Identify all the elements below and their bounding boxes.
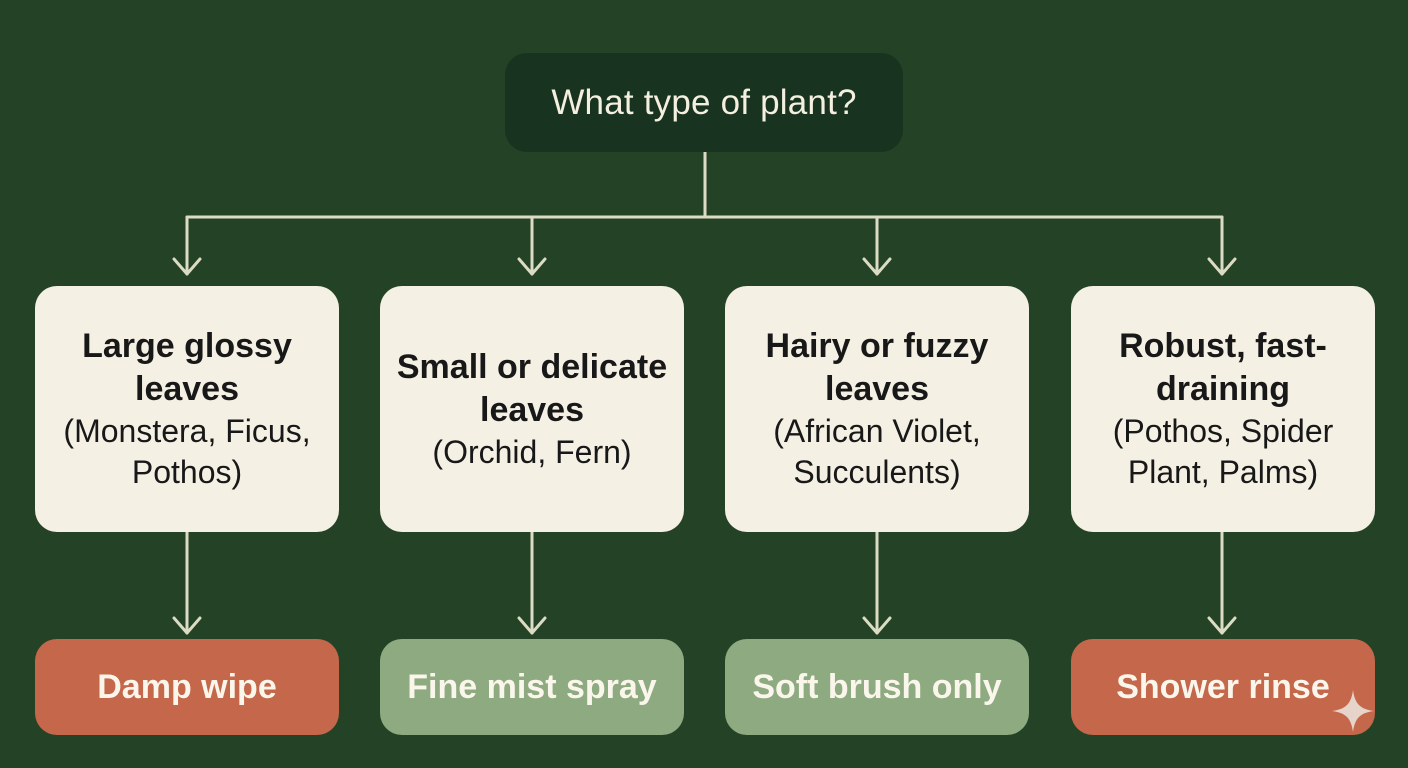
plant-type-title: Large glossy leaves [82, 327, 292, 408]
root-question-label: What type of plant? [551, 82, 857, 122]
outcome-node-3: Soft brush only [725, 639, 1029, 735]
plant-type-title: Hairy or fuzzy leaves [765, 327, 989, 408]
outcome-label: Damp wipe [97, 667, 277, 706]
branch-1-arrowhead [172, 257, 202, 276]
outcome-2-arrowhead [517, 616, 547, 635]
outcome-node-4: Shower rinse [1071, 639, 1375, 735]
root-question-node: What type of plant? [505, 53, 903, 152]
outcome-3-arrowhead [862, 616, 892, 635]
branch-2-arrowhead [517, 257, 547, 276]
plant-type-examples: (Pothos, Spider Plant, Palms) [1112, 413, 1334, 490]
plant-type-examples: (Orchid, Fern) [432, 433, 632, 470]
plant-type-title: Small or delicate leaves [396, 347, 668, 429]
plant-type-title: Robust, fast-draining [1119, 327, 1327, 408]
outcome-label: Fine mist spray [407, 667, 657, 706]
branch-4-arrowhead [1207, 257, 1237, 276]
plant-type-card-2: Small or delicate leaves (Orchid, Fern) [380, 286, 684, 532]
outcome-label: Shower rinse [1116, 667, 1330, 706]
outcome-node-2: Fine mist spray [380, 639, 684, 735]
branch-3-arrowhead [862, 257, 892, 276]
plant-type-card-4: Robust, fast-draining (Pothos, Spider Pl… [1071, 286, 1375, 532]
plant-type-examples: (African Violet, Succulents) [773, 413, 981, 490]
plant-type-examples: (Monstera, Ficus, Pothos) [63, 413, 311, 490]
outcome-1-arrowhead [172, 616, 202, 635]
outcome-node-1: Damp wipe [35, 639, 339, 735]
plant-type-card-3: Hairy or fuzzy leaves (African Violet, S… [725, 286, 1029, 532]
outcome-4-arrowhead [1207, 616, 1237, 635]
plant-type-card-1: Large glossy leaves (Monstera, Ficus, Po… [35, 286, 339, 532]
outcome-label: Soft brush only [752, 667, 1002, 706]
sparkle-icon [1332, 690, 1374, 732]
